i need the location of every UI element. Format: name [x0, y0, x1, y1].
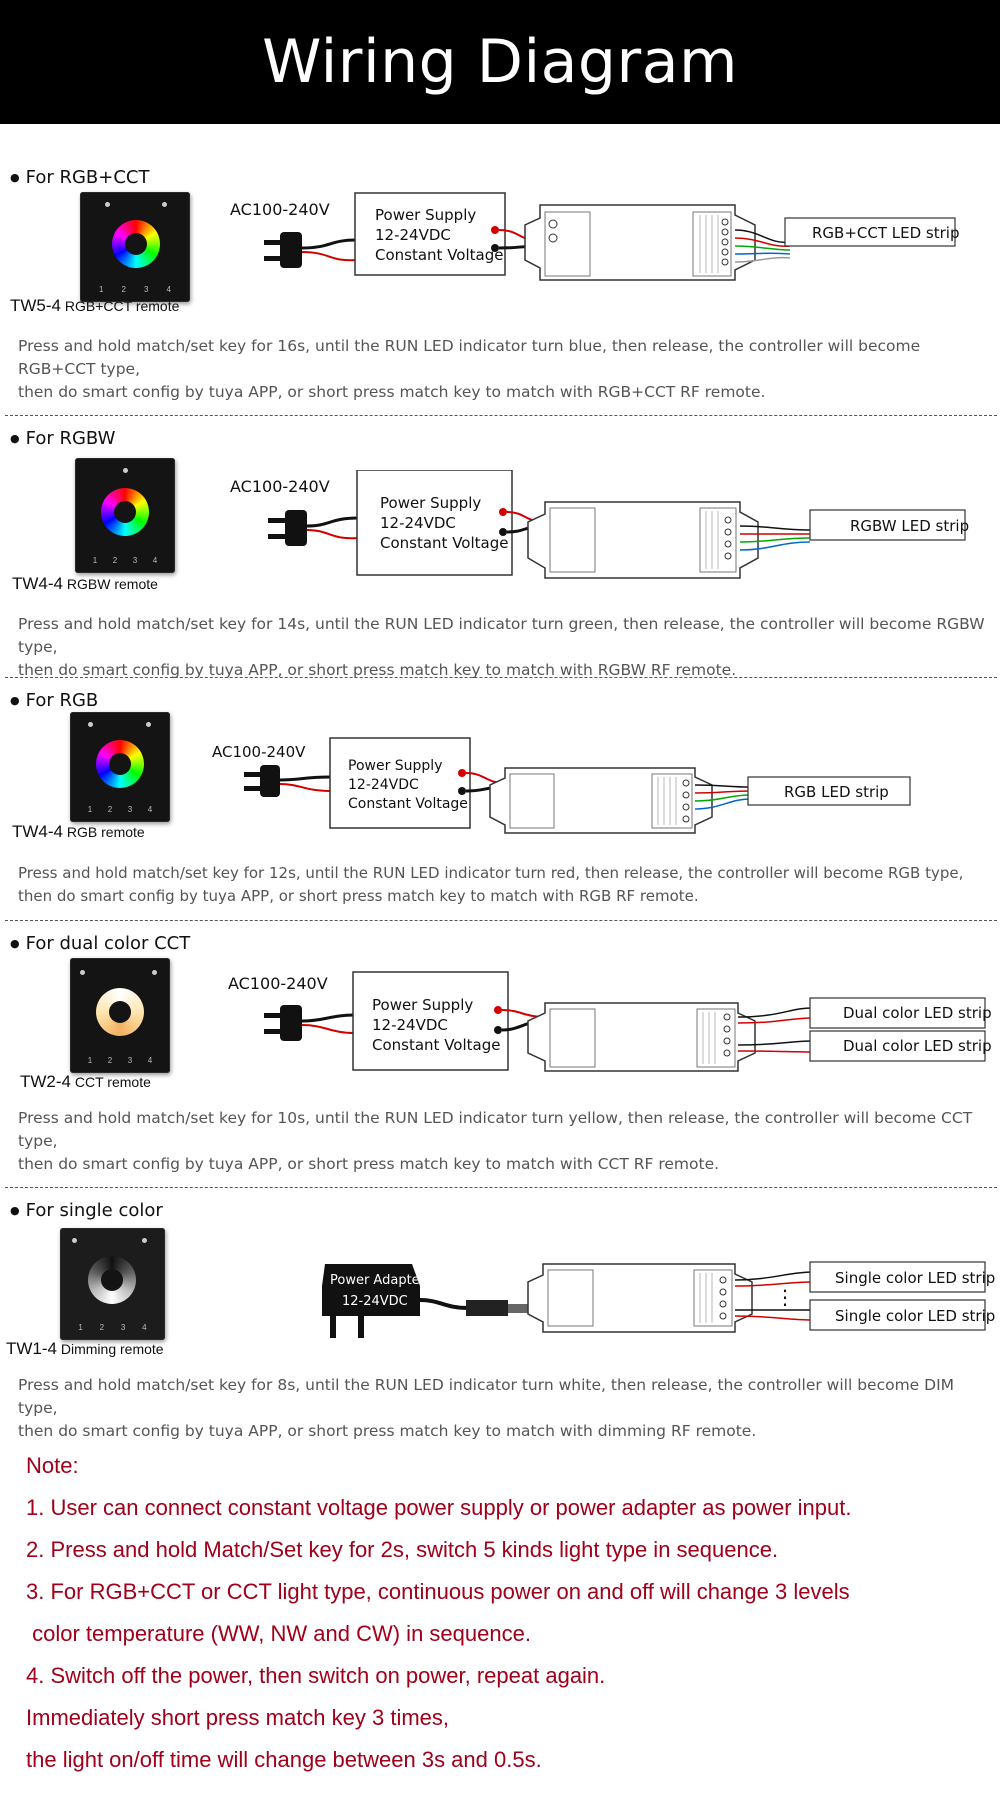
svg-text:Power Supply: Power Supply — [372, 996, 473, 1014]
svg-text:12-24VDC: 12-24VDC — [380, 514, 456, 532]
remote-label-single: TW1-4 Dimming remote — [6, 1339, 164, 1358]
wiring-rgb-svg: AC100-240V Power Supply 12-24VDC Constan… — [212, 737, 911, 834]
divider — [5, 920, 997, 921]
note-line: the light on/off time will change betwee… — [26, 1747, 542, 1772]
remote-label-rgb: TW4-4 RGB remote — [12, 822, 145, 841]
divider — [5, 415, 997, 416]
led-strip-single-2: Single color LED strip — [809, 1299, 995, 1331]
controller-box — [527, 1002, 756, 1072]
section-title-rgb: For RGB — [10, 690, 99, 711]
power-supply-box: Power Supply 12-24VDC Constant Voltage — [329, 737, 471, 829]
svg-text:Constant Voltage: Constant Voltage — [348, 796, 468, 812]
section-title-cct: For dual color CCT — [10, 933, 191, 954]
svg-text:RGB+CCT LED strip: RGB+CCT LED strip — [812, 224, 960, 242]
note-heading: Note: — [26, 1453, 79, 1478]
ac-plug-icon — [264, 1005, 356, 1041]
controller-box — [524, 204, 756, 281]
power-supply-box: Power Supply 12-24VDC Constant Voltage — [354, 192, 506, 276]
svg-text:Single color LED strip: Single color LED strip — [835, 1269, 995, 1287]
led-strip-cct-2: Dual color LED strip — [809, 1030, 992, 1062]
svg-text:Constant Voltage: Constant Voltage — [372, 1036, 500, 1054]
ac-plug-icon — [268, 510, 359, 546]
svg-text:AC100-240V: AC100-240V — [212, 743, 306, 761]
dimming-wheel-icon — [88, 1256, 136, 1304]
led-strip-rgbw: RGBW LED strip — [809, 509, 969, 541]
note-line: 2. Press and hold Match/Set key for 2s, … — [26, 1537, 779, 1562]
desc-rgb: Press and hold match/set key for 12s, un… — [18, 864, 964, 905]
note-line: 1. User can connect constant voltage pow… — [26, 1495, 852, 1520]
power-adapter-icon: Power Adapter 12-24VDC — [322, 1264, 542, 1338]
note-line: color temperature (WW, NW and CW) in seq… — [26, 1621, 531, 1646]
divider — [5, 677, 997, 678]
page-title: Wiring Diagram — [262, 27, 738, 97]
svg-text:RGBW LED strip: RGBW LED strip — [850, 517, 969, 535]
svg-text:AC100-240V: AC100-240V — [228, 974, 328, 993]
remote-label-rgbcct: TW5-4 RGB+CCT remote — [10, 296, 180, 315]
svg-text:Dual color LED strip: Dual color LED strip — [843, 1004, 992, 1022]
wiring-single-svg: Power Adapter 12-24VDC ⋮ Single color LE… — [322, 1261, 995, 1338]
notes-block: Note: 1. User can connect constant volta… — [26, 1445, 986, 1781]
controller-box — [527, 1263, 753, 1333]
svg-text:Power Supply: Power Supply — [375, 206, 476, 224]
svg-text:⋮: ⋮ — [775, 1285, 795, 1309]
note-line: 3. For RGB+CCT or CCT light type, contin… — [26, 1579, 850, 1604]
led-strip-single-1: Single color LED strip — [809, 1261, 995, 1293]
svg-text:12-24VDC: 12-24VDC — [348, 777, 419, 793]
remote-label-cct: TW2-4 CCT remote — [20, 1072, 151, 1091]
section-title-single: For single color — [10, 1200, 163, 1221]
svg-text:Single color LED strip: Single color LED strip — [835, 1307, 995, 1325]
note-line: 4. Switch off the power, then switch on … — [26, 1663, 606, 1688]
section-title-rgbcct: For RGB+CCT — [10, 167, 150, 188]
svg-text:Power Adapter: Power Adapter — [330, 1273, 426, 1288]
wiring-rgbw-svg: AC100-240V Power Supply 12-24VDC Constan… — [230, 470, 969, 579]
note-line: Immediately short press match key 3 time… — [26, 1705, 450, 1730]
controller-box — [527, 501, 759, 579]
svg-text:Power Supply: Power Supply — [380, 494, 481, 512]
svg-text:12-24VDC: 12-24VDC — [372, 1016, 448, 1034]
led-strip-rgbcct: RGB+CCT LED strip — [784, 217, 960, 247]
ac-plug-icon — [264, 232, 357, 268]
svg-text:RGB LED strip: RGB LED strip — [784, 783, 889, 801]
desc-cct: Press and hold match/set key for 10s, un… — [18, 1109, 973, 1173]
header-banner: Wiring Diagram — [0, 0, 1000, 124]
remote-label-rgbw: TW4-4 RGBW remote — [12, 574, 158, 593]
led-strip-rgb: RGB LED strip — [747, 776, 911, 806]
svg-text:AC100-240V: AC100-240V — [230, 477, 330, 496]
ac-plug-icon — [244, 765, 331, 797]
wiring-cct-svg: AC100-240V Power Supply 12-24VDC Constan… — [228, 971, 992, 1072]
svg-text:12-24VDC: 12-24VDC — [342, 1294, 408, 1309]
power-supply-box: Power Supply 12-24VDC Constant Voltage — [356, 470, 513, 576]
section-title-rgbw: For RGBW — [10, 428, 116, 449]
desc-rgbw: Press and hold match/set key for 14s, un… — [18, 615, 985, 679]
desc-single: Press and hold match/set key for 8s, unt… — [18, 1376, 955, 1440]
svg-text:Power Supply: Power Supply — [348, 758, 443, 774]
controller-box — [489, 767, 713, 834]
ac-input-label: AC100-240V — [230, 200, 330, 219]
color-wheel-icon — [101, 488, 149, 536]
svg-text:Constant Voltage: Constant Voltage — [375, 246, 503, 264]
color-wheel-icon — [96, 740, 144, 788]
led-strip-cct-1: Dual color LED strip — [809, 997, 992, 1029]
divider — [5, 1187, 997, 1188]
wiring-rgbcct-svg: AC100-240V Power Supply 12-24VDC Constan… — [230, 192, 960, 281]
color-wheel-icon — [112, 220, 160, 268]
power-supply-box: Power Supply 12-24VDC Constant Voltage — [352, 971, 509, 1071]
desc-rgbcct: Press and hold match/set key for 16s, un… — [18, 337, 921, 401]
svg-text:12-24VDC: 12-24VDC — [375, 226, 451, 244]
cct-wheel-icon — [96, 988, 144, 1036]
svg-text:Dual color LED strip: Dual color LED strip — [843, 1037, 992, 1055]
svg-text:Constant Voltage: Constant Voltage — [380, 534, 508, 552]
